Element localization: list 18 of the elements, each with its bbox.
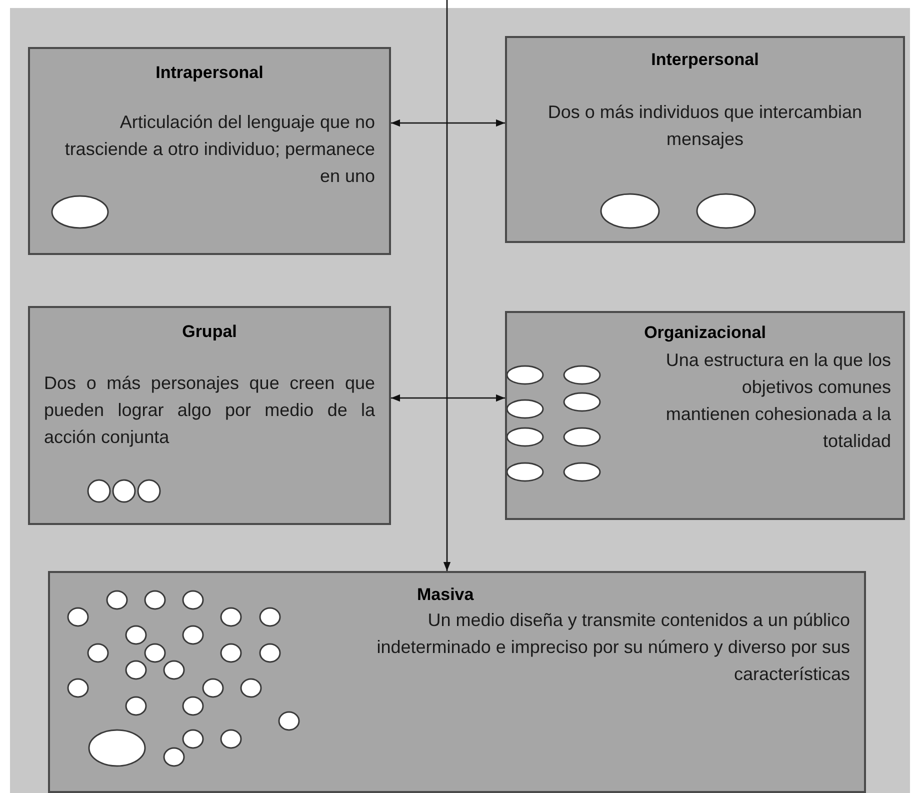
category-box	[48, 571, 866, 793]
arrow	[391, 119, 505, 127]
box-title: Masiva	[417, 585, 474, 604]
description-text: Un medio diseña y transmite contenidos a un público indeterminado e impreciso por su número y diverso por sus características	[376, 609, 850, 686]
box-title: Interpersonal	[651, 50, 759, 69]
arrow	[443, 0, 451, 571]
box-title: Intrapersonal	[156, 63, 264, 82]
description-text: Dos o más individuos que intercambian mensajes	[546, 101, 864, 151]
description-text: Articulación del lenguaje que no trasciende a otro individuo; permanece en uno	[64, 111, 375, 188]
description-text: Dos o más personajes que creen que pueden lograr algo por medio de la acción conjunta	[44, 372, 375, 449]
description-text: Una estructura en la que los objetivos comunes mantienen cohesionada a la totalidad	[664, 349, 891, 453]
box-title: Organizacional	[644, 323, 766, 342]
box-title: Grupal	[182, 322, 237, 341]
category-box	[28, 306, 391, 525]
category-box	[505, 36, 905, 243]
arrow	[391, 394, 505, 402]
category-box	[505, 311, 905, 520]
category-box	[28, 47, 391, 255]
